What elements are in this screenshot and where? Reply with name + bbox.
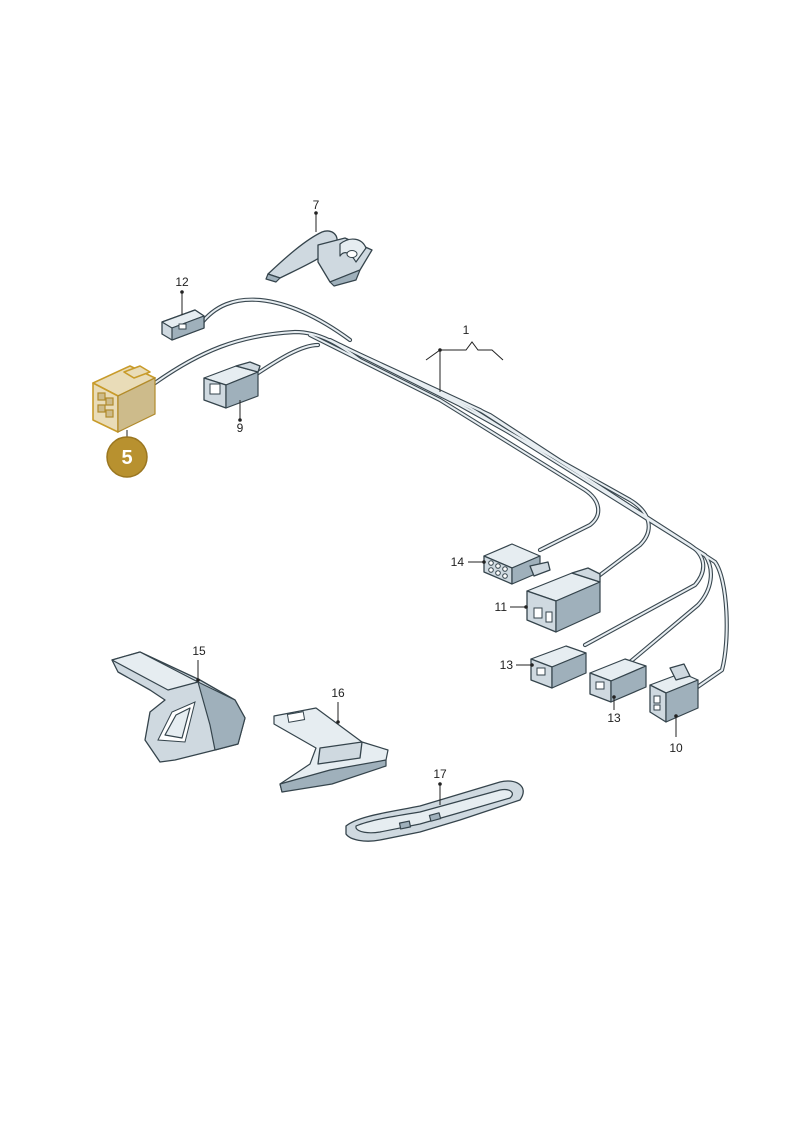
- callout-5: 5: [106, 430, 148, 478]
- part-14-connector[interactable]: [483, 543, 551, 585]
- callout-12: 12: [175, 275, 189, 315]
- callout-14: 14: [451, 555, 486, 569]
- part-13-connector-left[interactable]: [530, 645, 587, 689]
- label-part-5: 5: [121, 447, 132, 469]
- part-10-connector[interactable]: [649, 663, 699, 723]
- label-part-13-upper: 13: [500, 658, 514, 672]
- wiring-harness[interactable]: [145, 297, 729, 691]
- label-part-16: 16: [331, 686, 345, 700]
- label-part-1: 1: [463, 323, 470, 337]
- callout-10: 10: [669, 714, 683, 755]
- callout-13-lower: 13: [607, 695, 621, 725]
- label-part-12: 12: [175, 275, 189, 289]
- callout-11: 11: [495, 600, 528, 614]
- part-9-connector[interactable]: [203, 361, 261, 409]
- part-16-flat-bracket[interactable]: [273, 707, 389, 793]
- label-part-15: 15: [192, 644, 206, 658]
- label-part-13-lower: 13: [607, 711, 621, 725]
- label-part-7: 7: [313, 198, 320, 212]
- part-5-badge[interactable]: [106, 436, 148, 478]
- part-15-bracket[interactable]: [111, 651, 246, 763]
- label-part-14: 14: [451, 555, 465, 569]
- label-part-11: 11: [495, 600, 508, 614]
- callout-15: 15: [192, 644, 206, 682]
- part-11-connector[interactable]: [526, 567, 601, 633]
- callout-13-upper: 13: [500, 658, 534, 672]
- callout-9: 9: [237, 400, 244, 435]
- harness-wires-core: [147, 298, 728, 689]
- harness-wires-outline: [145, 297, 729, 691]
- callout-1: 1: [425, 323, 504, 392]
- callout-16: 16: [331, 686, 345, 724]
- label-part-10: 10: [669, 741, 683, 755]
- callout-7: 7: [313, 198, 320, 232]
- part-12-connector[interactable]: [161, 309, 205, 341]
- part-17-cable-channel[interactable]: [345, 780, 524, 842]
- label-part-17: 17: [433, 767, 447, 781]
- callout-17: 17: [433, 767, 447, 805]
- part-13-connector-right[interactable]: [589, 658, 647, 703]
- part-5-relay-housing-highlighted[interactable]: [92, 365, 156, 433]
- part-7-cable-clip[interactable]: [265, 230, 373, 287]
- label-part-9: 9: [237, 421, 244, 435]
